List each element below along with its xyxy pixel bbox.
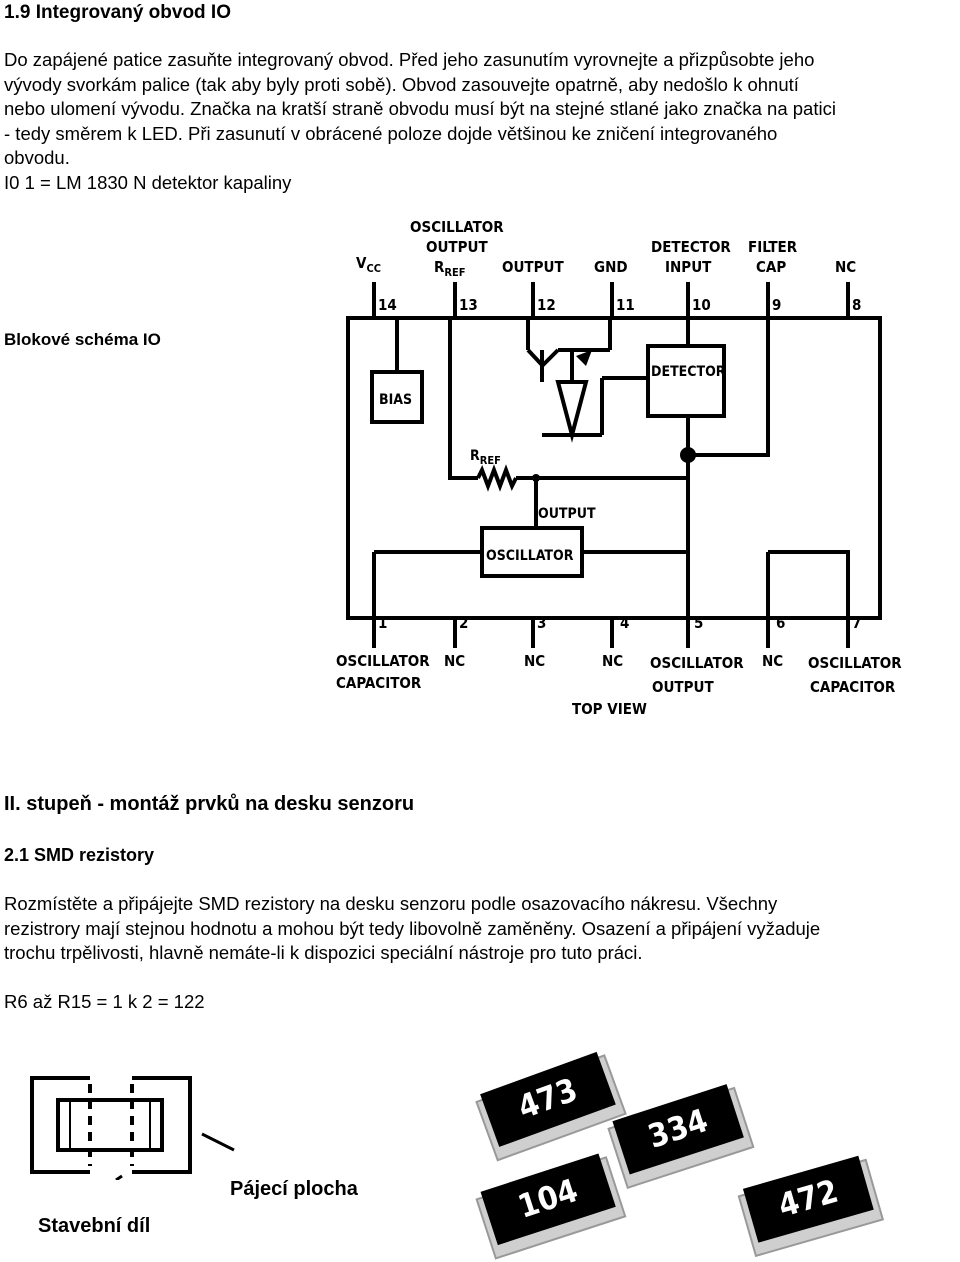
pin4-label: NC — [602, 652, 623, 670]
oscillator-label: OSCILLATOR — [486, 548, 574, 564]
pin13-label-line2: OUTPUT — [426, 238, 488, 256]
pin-number: 13 — [459, 296, 478, 314]
block-diagram-label: Blokové schéma IO — [4, 330, 161, 349]
pin-number: 7 — [852, 614, 861, 632]
rref-label: RREF — [470, 448, 501, 467]
pin13-label-line1: OSCILLATOR — [410, 218, 504, 236]
paragraph-line: Do zapájené patice zasuňte integrovaný o… — [4, 49, 815, 70]
pin-number: 1 — [378, 614, 387, 632]
component-label: Stavební díl — [38, 1215, 151, 1237]
pin-number: 3 — [537, 614, 546, 632]
pin14-label-vcc: VCC — [356, 254, 381, 275]
pin5-label-line2: OUTPUT — [652, 678, 714, 696]
paragraph-line: Rozmístěte a připájejte SMD rezistory na… — [4, 893, 778, 914]
section-heading-assembly: II. stupeň - montáž prvků na desku senzo… — [4, 793, 415, 815]
rref-resistor — [476, 464, 518, 492]
pin-number: 14 — [378, 296, 397, 314]
chip-outline — [346, 316, 882, 620]
detector-block — [646, 344, 726, 418]
paragraph-line: nebo ulomení vývodu. Značka na kratší st… — [4, 98, 836, 119]
resistor-chip-104: 104 — [475, 1153, 627, 1260]
amplifier-symbol — [555, 380, 589, 443]
pin7-label-line2: CAPACITOR — [810, 678, 896, 696]
paragraph-line: vývody svorkám palice (tak aby byly prot… — [4, 73, 799, 95]
pin-number: 2 — [459, 614, 468, 632]
resistor-value-line: R6 až R15 = 1 k 2 = 122 — [4, 991, 205, 1012]
pin9-label-line1: FILTER — [748, 238, 798, 256]
pin-number: 12 — [537, 296, 556, 314]
smd-paragraph: Rozmístěte a připájejte SMD rezistory na… — [4, 892, 959, 966]
detector-label: DETECTOR — [651, 364, 726, 380]
left-solder-pad — [30, 1076, 90, 1174]
smd-resistor-photos: 473 334 104 472 — [475, 1051, 885, 1260]
resistor-chip-334: 334 — [607, 1084, 755, 1189]
pin-number: 11 — [616, 296, 635, 314]
pin2-label: NC — [444, 652, 465, 670]
pin1-label-line2: CAPACITOR — [336, 674, 422, 692]
pin11-label: GND — [594, 258, 628, 276]
pin-number: 6 — [776, 614, 785, 632]
resistor-chip-472: 472 — [737, 1155, 885, 1258]
pin12-label: OUTPUT — [502, 258, 564, 276]
pin1-label-line1: OSCILLATOR — [336, 652, 430, 670]
pin-number: 4 — [620, 614, 629, 632]
paragraph-line: - tedy směrem k LED. Při zasunutí v obrá… — [4, 122, 778, 144]
pin-number: 8 — [852, 296, 861, 314]
pin3-label: NC — [524, 652, 545, 670]
component-body — [56, 1098, 164, 1152]
pin-number: 5 — [694, 614, 703, 632]
junction-dot — [680, 447, 696, 463]
top-view-label: TOP VIEW — [572, 700, 647, 718]
pin7-label-line1: OSCILLATOR — [808, 654, 902, 672]
smd-footprint-drawing — [30, 1076, 235, 1180]
pin10-label-line2: INPUT — [665, 258, 712, 276]
paragraph-line: trochu trpělivosti, hlavně nemáte-li k d… — [4, 942, 643, 963]
ic-designation: I0 1 = LM 1830 N detektor kapaliny — [4, 171, 292, 193]
paragraph-line: obvodu. — [4, 147, 70, 168]
pin-number: 9 — [772, 296, 781, 314]
right-solder-pad — [132, 1076, 192, 1174]
paragraph-line: rezistrory mají stejnou hodnotu a mohou … — [4, 917, 821, 939]
pin-number: 10 — [692, 296, 711, 314]
ic-block-diagram: VCC OSCILLATOR OUTPUT RREF OUTPUT GND DE… — [336, 218, 902, 718]
emitter-arrow — [576, 350, 592, 366]
pin10-label-line1: DETECTOR — [651, 238, 731, 256]
pin6-label: NC — [762, 652, 783, 670]
bias-label: BIAS — [379, 392, 412, 408]
section-subheading-smd: 2.1 SMD rezistory — [4, 845, 155, 865]
section-heading-ic: 1.9 Integrovaný obvod IO — [4, 2, 231, 23]
solder-pad-label: Pájecí plocha — [230, 1178, 358, 1200]
resistor-chip-473: 473 — [475, 1051, 627, 1162]
pin5-label-line1: OSCILLATOR — [650, 654, 744, 672]
pin13-label-rref: RREF — [434, 258, 466, 279]
oscillator-output-label: OUTPUT — [538, 506, 596, 522]
ic-paragraph: Do zapájené patice zasuňte integrovaný o… — [4, 48, 959, 195]
pin9-label-line2: CAP — [756, 258, 786, 276]
pin8-label: NC — [835, 258, 856, 276]
